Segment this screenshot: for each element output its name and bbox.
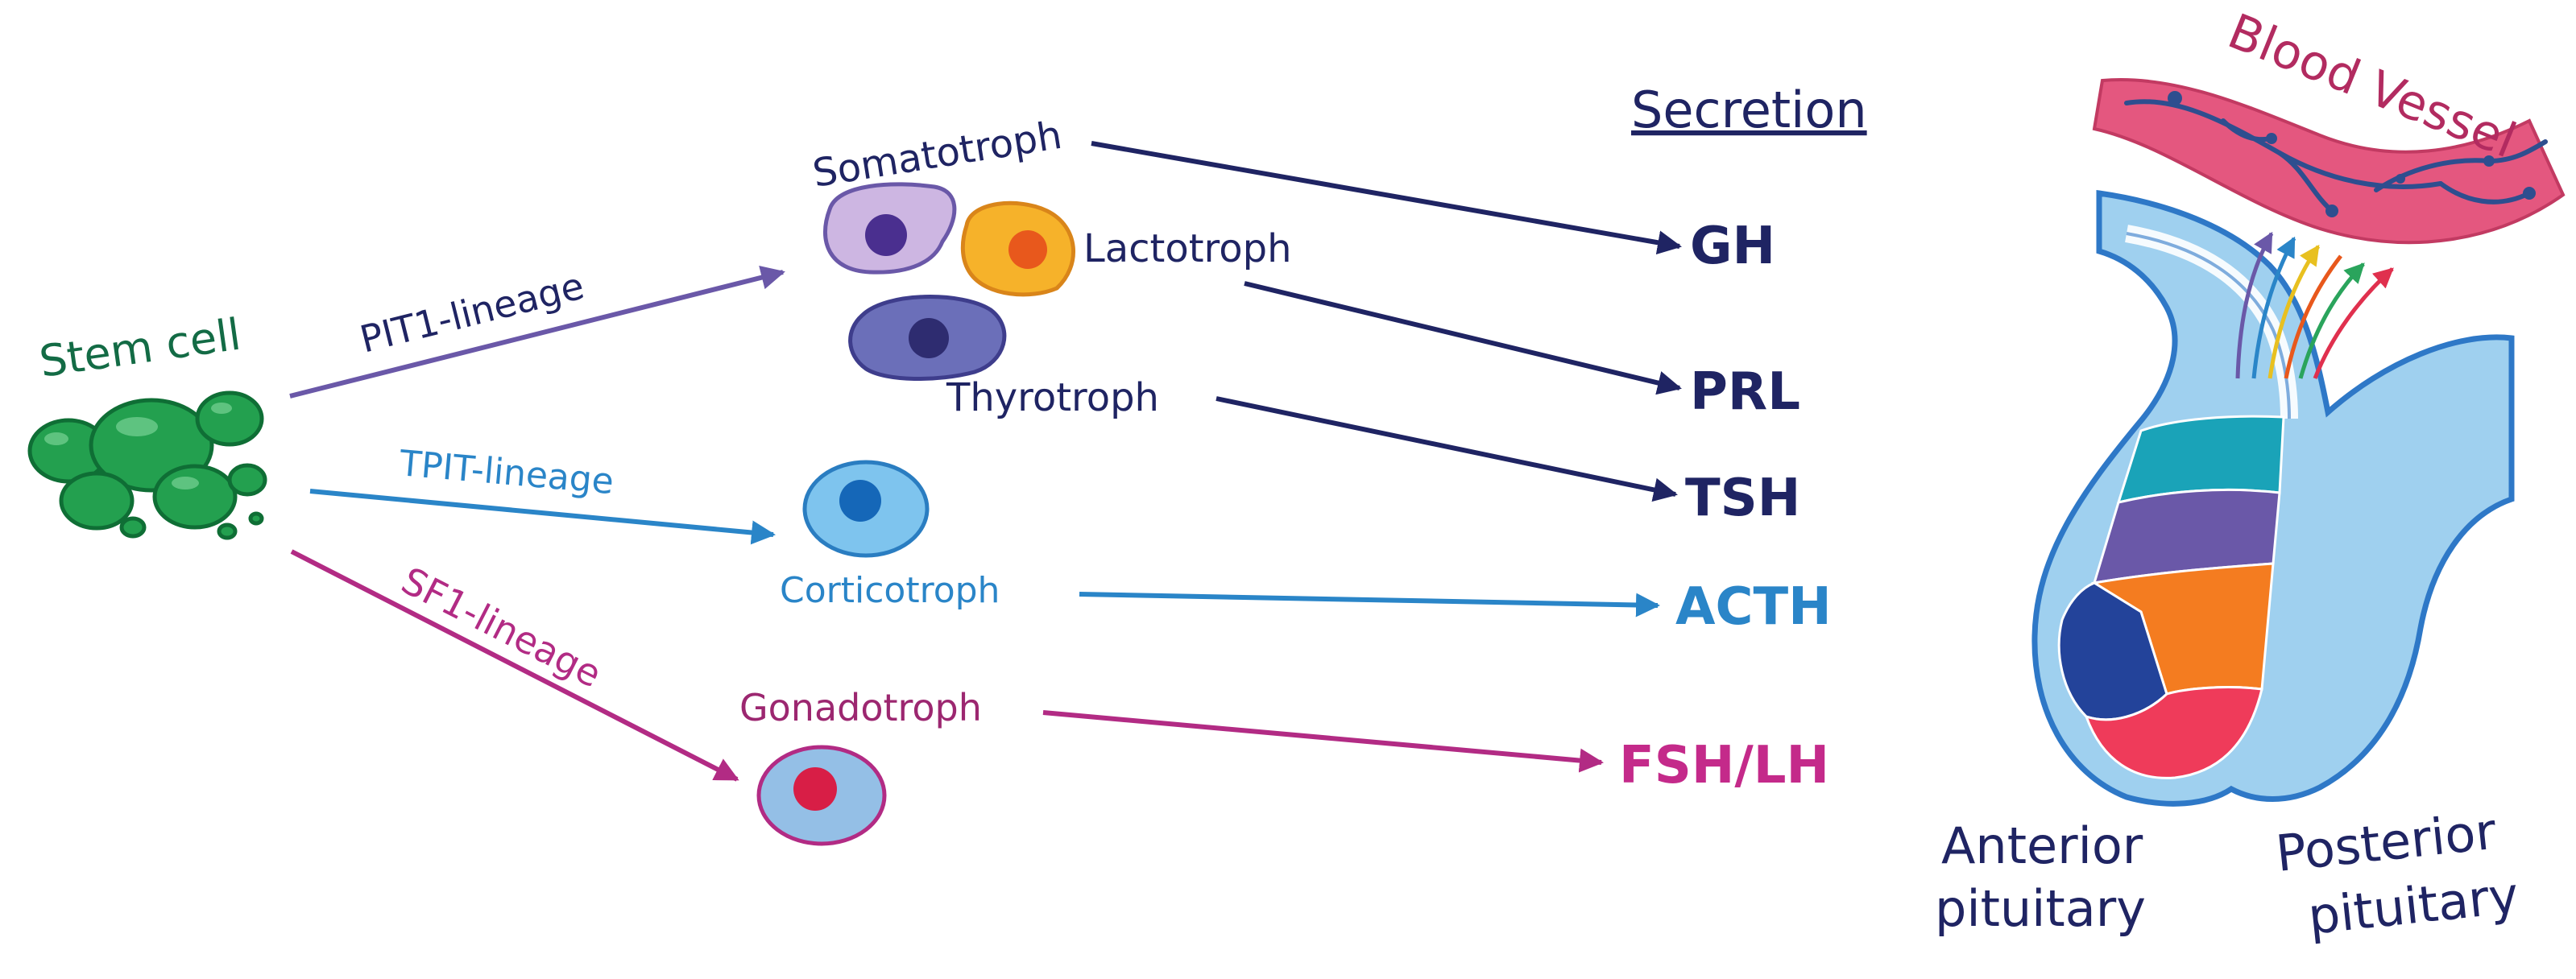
gonadotroph-label: Gonadotroph: [739, 686, 982, 729]
thyrotroph-nucleus: [909, 318, 949, 358]
posterior-label-line2: pituitary: [2305, 865, 2521, 946]
sf1-lineage-arrow: [290, 549, 739, 782]
hormone-release-arrows: [2235, 231, 2394, 379]
pit1-lineage-label: PIT1-lineage: [356, 264, 589, 361]
corticotroph-label: Corticotroph: [780, 570, 1000, 611]
tpit-lineage-label: TPIT-lineage: [397, 443, 615, 502]
hormone-acth: ACTH: [1675, 577, 1832, 637]
blood-vessel: [2092, 78, 2566, 245]
acth-arrow: [1079, 592, 1660, 618]
lactotroph-label: Lactotroph: [1083, 226, 1292, 271]
thyrotroph-label: Thyrotroph: [946, 375, 1159, 420]
anterior-label-line2: pituitary: [1935, 879, 2146, 938]
somatotroph-nucleus: [865, 214, 907, 256]
somatotroph-label: Somatotroph: [810, 113, 1065, 196]
fsh-lh-arrow: [1042, 710, 1604, 773]
lactotroph-nucleus: [1008, 230, 1047, 269]
stem-cell-cluster: [27, 390, 267, 540]
sf1-lineage-label: SF1-lineage: [395, 559, 608, 696]
hormone-gh: GH: [1690, 217, 1775, 276]
tpit-lineage-arrow: [309, 489, 776, 545]
stem-cell-label: Stem cell: [36, 309, 244, 387]
anterior-label-line1: Anterior: [1941, 816, 2143, 875]
gonadotroph-nucleus: [793, 767, 837, 811]
pit1-lineage-arrow: [289, 266, 785, 399]
prl-arrow: [1244, 281, 1682, 395]
hormone-tsh: TSH: [1685, 469, 1800, 528]
hormone-prl: PRL: [1690, 362, 1800, 422]
gh-arrow: [1091, 141, 1682, 255]
tsh-arrow: [1216, 396, 1678, 502]
secretion-header: Secretion: [1631, 81, 1867, 139]
hormone-fsh-lh: FSH/LH: [1619, 736, 1829, 795]
anterior-lobe: [2057, 415, 2285, 779]
corticotroph-nucleus: [839, 480, 881, 522]
